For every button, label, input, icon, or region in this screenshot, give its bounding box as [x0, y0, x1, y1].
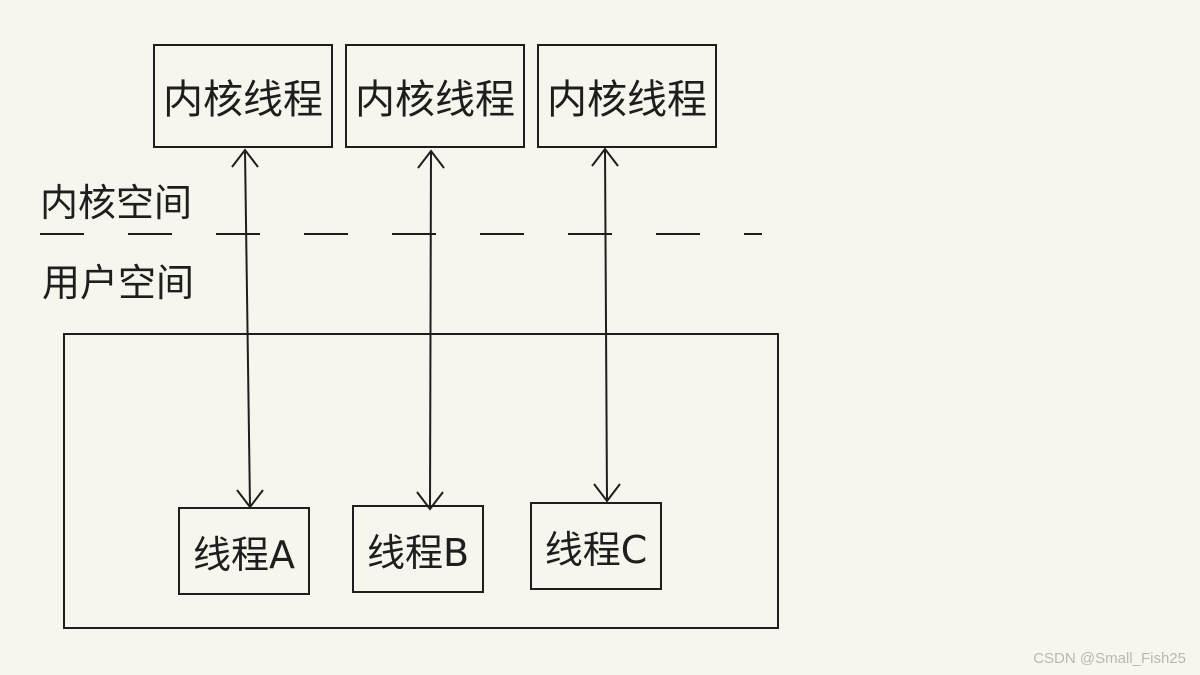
user-thread-box-a: 线程A — [178, 507, 310, 595]
kernel-space-label: 内核空间 — [40, 181, 193, 225]
user-thread-box-c: 线程C — [530, 502, 662, 590]
connector-a — [231, 148, 264, 509]
user-thread-label: 线程C — [544, 527, 648, 572]
user-thread-label: 线程A — [193, 532, 295, 577]
arrowhead-up-icon — [417, 149, 445, 169]
arrowhead-down-icon — [416, 491, 444, 511]
user-process-container — [63, 333, 779, 629]
kernel-thread-box-1: 内核线程 — [153, 44, 333, 148]
arrowhead-down-icon — [593, 483, 621, 503]
arrowhead-up-icon — [591, 147, 619, 167]
user-thread-box-b: 线程B — [352, 505, 484, 593]
kernel-thread-box-2: 内核线程 — [345, 44, 525, 148]
kernel-thread-label: 内核线程 — [547, 77, 707, 123]
arrowhead-up-icon — [231, 148, 259, 168]
kernel-thread-label: 内核线程 — [355, 77, 515, 123]
kernel-thread-label: 内核线程 — [163, 77, 323, 123]
user-space-label: 用户空间 — [42, 261, 195, 305]
connector-b — [416, 149, 445, 511]
watermark: CSDN @Small_Fish25 — [1033, 650, 1186, 667]
connector-c — [591, 147, 621, 503]
user-thread-label: 线程B — [366, 530, 470, 575]
kernel-thread-box-3: 内核线程 — [537, 44, 717, 148]
